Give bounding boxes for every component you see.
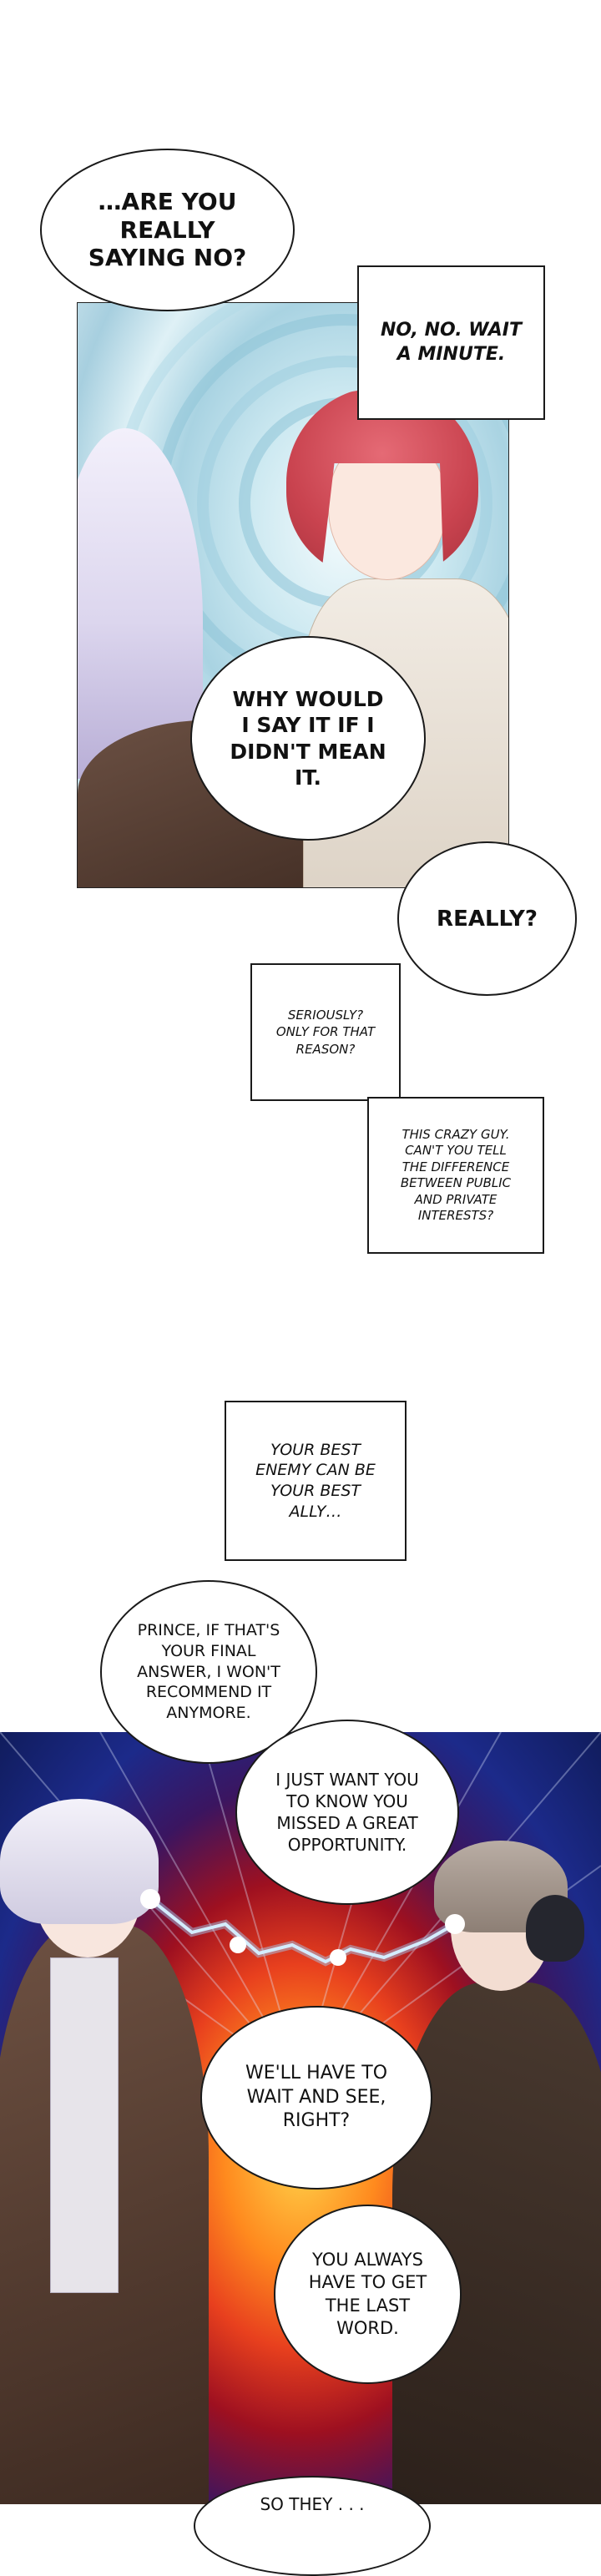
left-prince-collar (50, 1957, 119, 2293)
speech-bubble-why-would-i-say-it: WHY WOULD I SAY IT IF I DIDN'T MEAN IT. (190, 636, 426, 841)
narration-box-seriously: SERIOUSLY? ONLY FOR THAT REASON? (250, 963, 401, 1101)
speech-bubble-missed-great-opportunity: I JUST WANT YOU TO KNOW YOU MISSED A GRE… (235, 1720, 459, 1905)
left-prince-hair (0, 1799, 159, 1924)
narration-box-no-no-wait: NO, NO. WAIT A MINUTE. (357, 265, 545, 420)
speech-bubble-cut-off-text: SO THEY . . . (260, 2494, 365, 2514)
speech-bubble-last-word: YOU ALWAYS HAVE TO GET THE LAST WORD. (274, 2205, 462, 2384)
crow-on-shoulder (526, 1895, 584, 1962)
speech-bubble-cut-off: SO THEY . . . (194, 2476, 431, 2576)
narration-box-your-best-enemy: YOUR BEST ENEMY CAN BE YOUR BEST ALLY… (225, 1401, 407, 1561)
narration-box-this-crazy-guy: THIS CRAZY GUY. CAN'T YOU TELL THE DIFFE… (367, 1097, 544, 1254)
speech-bubble-really: REALLY? (397, 841, 577, 996)
speech-bubble-are-you-really-saying-no: …ARE YOU REALLY SAYING NO? (40, 149, 295, 311)
lightning-bolt (140, 1889, 465, 1967)
speech-bubble-wait-and-see: WE'LL HAVE TO WAIT AND SEE, RIGHT? (200, 2006, 432, 2190)
speech-bubble-prince-final-answer: PRINCE, IF THAT'S YOUR FINAL ANSWER, I W… (100, 1580, 317, 1764)
